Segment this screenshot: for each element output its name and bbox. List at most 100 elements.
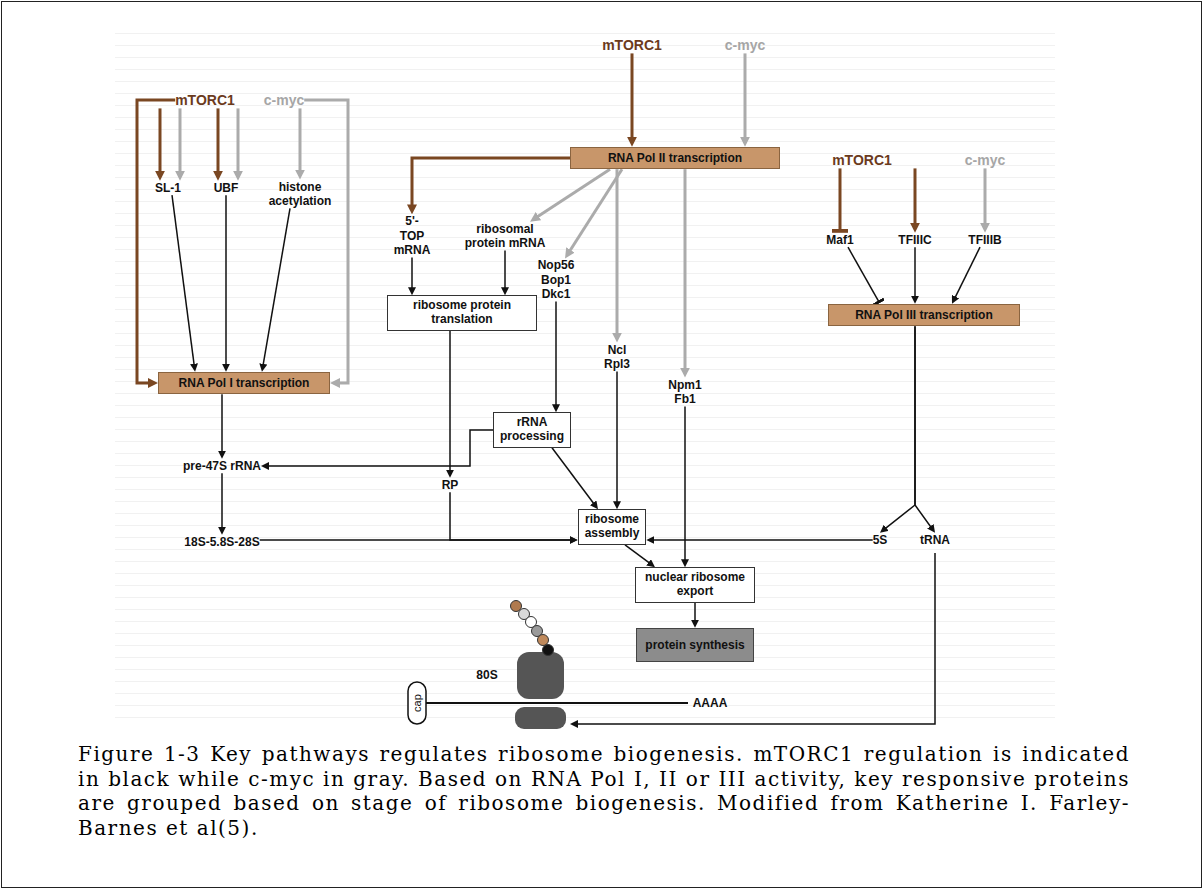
node-text: c-myc — [725, 37, 765, 54]
figure-label: cap — [411, 694, 423, 712]
activation-arrow — [172, 195, 194, 367]
activation-arrow — [915, 326, 932, 529]
polymerase-box: RNA Pol III transcription — [828, 304, 1020, 326]
activation-arrow — [616, 371, 618, 504]
regulator-label: mTORC1 — [602, 37, 662, 54]
activation-arrow — [449, 331, 451, 473]
node-text: SL-1 — [155, 181, 181, 195]
node-text: 5'-TOP mRNA — [394, 214, 431, 257]
activation-arrow — [412, 158, 570, 207]
activation-arrow — [684, 406, 686, 562]
factor-label: histone acetylation — [269, 180, 332, 209]
inhibition-connector — [839, 168, 842, 229]
node-text: rRNA processing — [500, 416, 564, 444]
regulator-label: mTORC1 — [175, 92, 235, 109]
factor-label: TFIIIC — [898, 233, 931, 247]
activation-arrow — [137, 100, 175, 383]
regulator-label: c-myc — [965, 152, 1005, 169]
factor-label: SL-1 — [155, 181, 181, 195]
activation-arrow — [625, 545, 651, 564]
polymerase-box: RNA Pol II transcription — [570, 147, 780, 169]
node-text: mTORC1 — [832, 152, 892, 169]
process-box: rRNA processing — [493, 412, 571, 448]
regulator-label: c-myc — [725, 37, 765, 54]
activation-arrow — [263, 208, 290, 367]
node-text: histone acetylation — [269, 180, 332, 209]
node-text: pre-47S rRNA — [183, 459, 261, 473]
factor-label: 5'-TOP mRNA — [394, 214, 431, 257]
activation-arrow — [914, 168, 917, 225]
activation-arrow — [651, 539, 872, 541]
factor-label: 18S-5.8S-28S — [184, 535, 259, 549]
node-text: protein synthesis — [645, 638, 744, 652]
activation-arrow — [304, 100, 348, 383]
node-text: RNA Pol I transcription — [167, 376, 321, 390]
process-box: ribosome protein translation — [387, 295, 537, 331]
figure-label: AAAA — [693, 696, 728, 710]
activation-arrow — [552, 448, 595, 505]
ribosome-small-subunit — [515, 707, 566, 729]
factor-label: 5S — [873, 533, 888, 547]
activation-arrow — [616, 169, 619, 335]
node-text: Maf1 — [826, 233, 853, 247]
peptide-bead — [543, 645, 554, 656]
node-text: 18S-5.8S-28S — [184, 535, 259, 549]
activation-arrow — [984, 168, 987, 225]
node-text: ribosomal protein mRNA — [457, 222, 553, 251]
activation-arrow — [744, 53, 747, 139]
factor-label: ribosomal protein mRNA — [457, 222, 553, 251]
node-text: tRNA — [920, 533, 950, 547]
activation-arrow — [555, 302, 557, 408]
node-text: RNA Pol III transcription — [837, 308, 1011, 322]
activation-arrow — [260, 539, 573, 541]
factor-label: TFIIIB — [968, 233, 1001, 247]
factor-label: RP — [442, 478, 459, 492]
peptide-bead — [538, 635, 549, 646]
figure-caption: Figure 1-3 Key pathways regulates riboso… — [78, 742, 1130, 840]
node-text: ribosome assembly — [585, 513, 640, 541]
node-text: 5S — [873, 533, 888, 547]
node-text: nuclear ribosome export — [642, 571, 748, 599]
node-text: TFIIIB — [968, 233, 1001, 247]
node-text: TFIIIC — [898, 233, 931, 247]
node-text: c-myc — [264, 92, 304, 109]
process-box: ribosome assembly — [578, 509, 647, 545]
activation-arrow — [504, 250, 506, 290]
factor-label: pre-47S rRNA — [183, 459, 261, 473]
cap-pill — [408, 682, 426, 724]
node-text: Nop56 Bop1 Dkc1 — [538, 258, 575, 301]
factor-label: UBF — [214, 181, 239, 195]
factor-label: Nop56 Bop1 Dkc1 — [538, 258, 575, 301]
node-text: ribosome protein translation — [394, 299, 530, 327]
trna-delivery-arrow — [575, 553, 935, 724]
activation-arrow — [221, 394, 223, 454]
figure-label: 80S — [476, 668, 497, 682]
activation-arrow — [569, 169, 622, 252]
activation-arrow — [684, 169, 687, 370]
mrna-strand — [426, 702, 688, 704]
activation-arrow — [914, 247, 916, 299]
activation-arrow — [631, 53, 634, 139]
activation-arrow — [179, 108, 182, 173]
activation-arrow — [299, 108, 302, 172]
activation-arrow — [159, 108, 162, 173]
activation-arrow — [217, 108, 220, 173]
node-text: Npm1 Fb1 — [668, 378, 701, 407]
node-text: RP — [442, 478, 459, 492]
activation-arrow — [536, 169, 610, 218]
activation-arrow — [694, 603, 696, 623]
factor-label: tRNA — [920, 533, 950, 547]
factor-label: Ncl Rpl3 — [604, 343, 630, 372]
activation-arrow — [411, 258, 413, 291]
activation-arrow — [221, 473, 223, 530]
factor-label: Maf1 — [826, 233, 853, 247]
factor-label: Npm1 Fb1 — [668, 378, 701, 407]
ribosome-large-subunit — [517, 652, 564, 699]
activation-arrow — [237, 108, 240, 173]
node-text: mTORC1 — [175, 92, 235, 109]
activation-arrow — [266, 430, 493, 466]
node-text: mTORC1 — [602, 37, 662, 54]
node-text: c-myc — [965, 152, 1005, 169]
activation-arrow — [954, 247, 980, 299]
